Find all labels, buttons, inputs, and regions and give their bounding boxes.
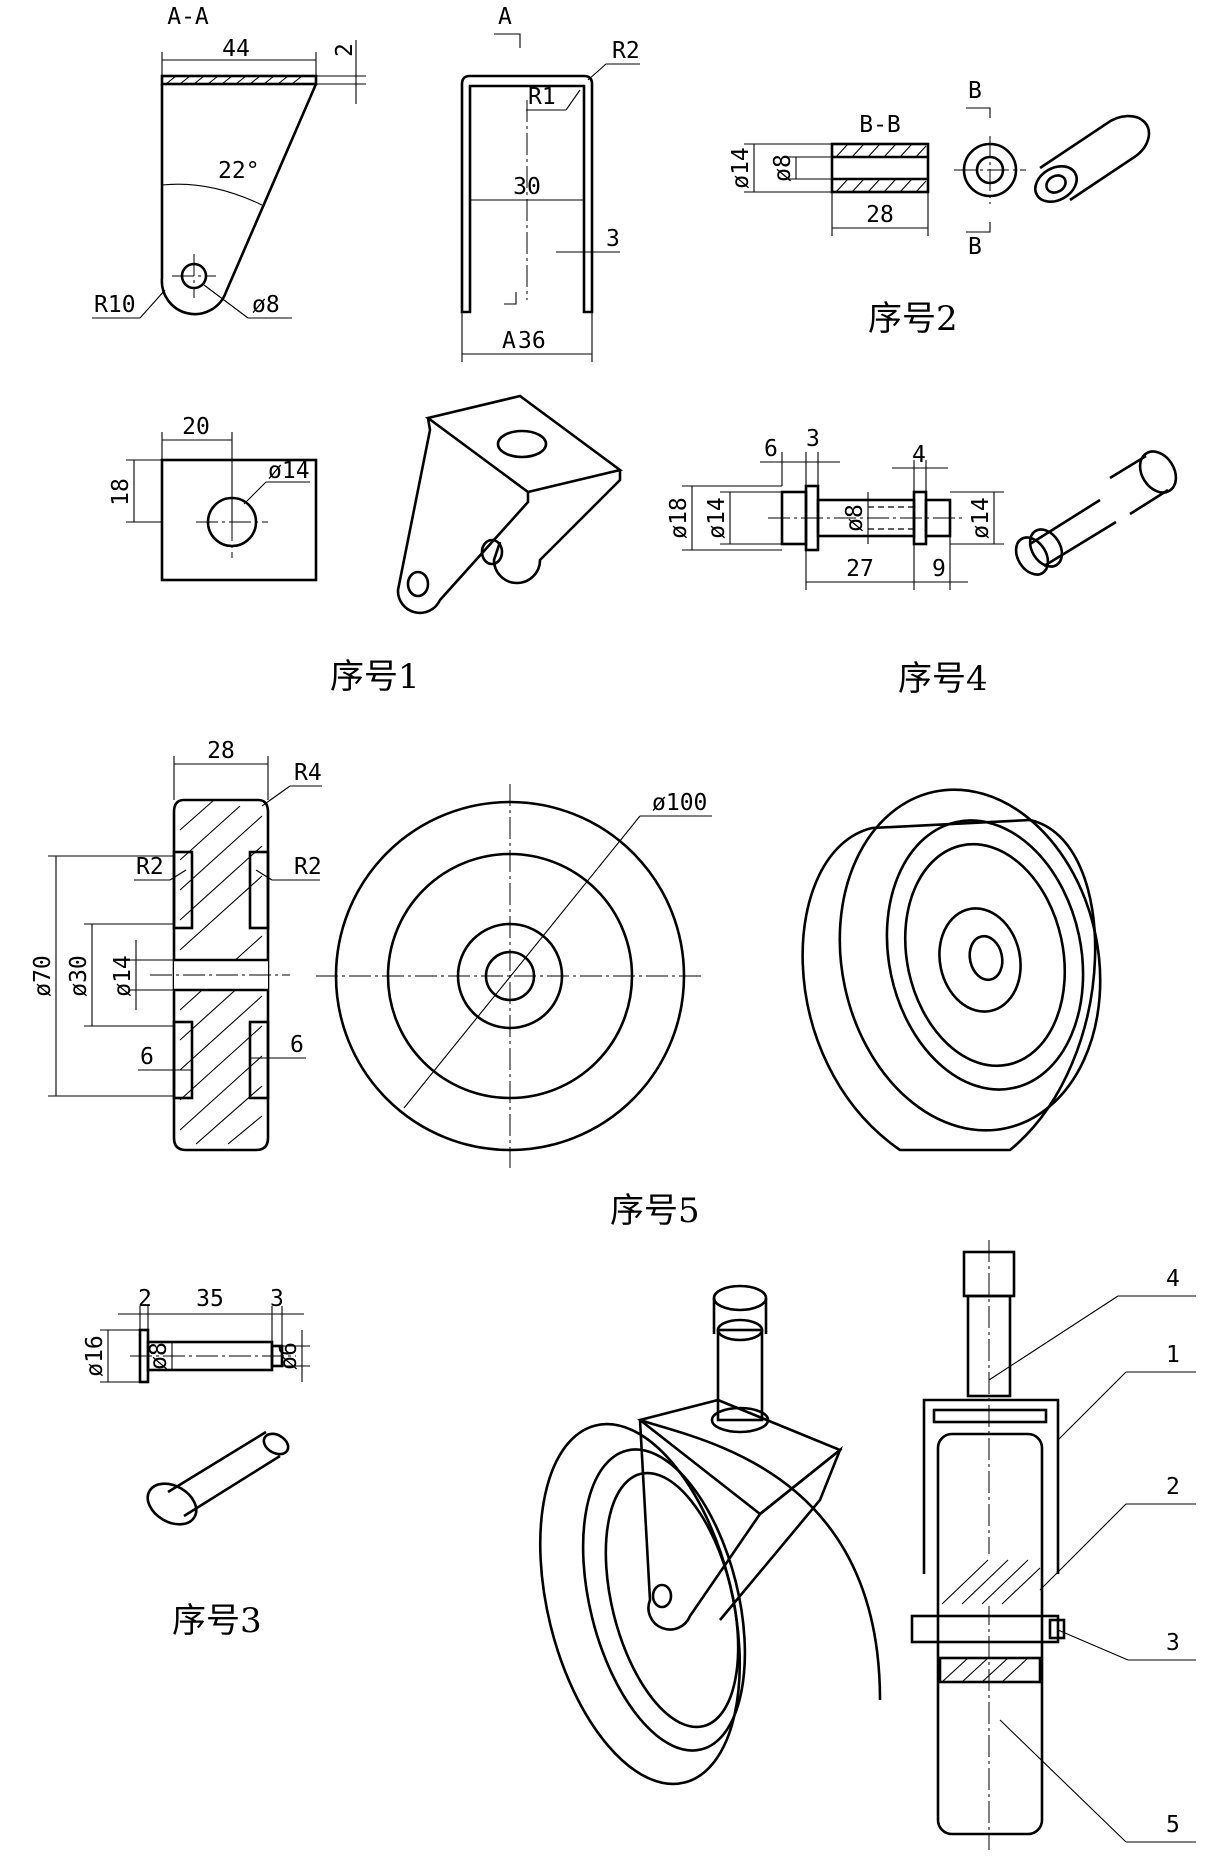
dim-part2-d8: ø8: [770, 154, 796, 182]
dim-part5-6b: 6: [290, 1032, 304, 1058]
dim-part5-r4: R4: [294, 760, 322, 786]
part2-marker-b-top: B: [968, 78, 982, 104]
part4-caption: 序号4: [898, 659, 988, 699]
dim-part5-d100: ø100: [652, 790, 707, 816]
dim-part3-2: 2: [138, 1286, 152, 1312]
dim-part2-28: 28: [866, 202, 894, 228]
dim-part4-6: 6: [764, 436, 778, 462]
dim-hole-d8: ø8: [252, 292, 280, 318]
dim-part4-3: 3: [806, 426, 820, 452]
part2-caption: 序号2: [868, 299, 958, 339]
dim-part5-r2b: R2: [294, 854, 322, 880]
dim-part2-d14: ø14: [728, 147, 754, 189]
dim-part3-d8: ø8: [146, 1342, 172, 1370]
dim-part3-3: 3: [270, 1286, 284, 1312]
part4-isometric: [1014, 450, 1178, 576]
part1-u-channel: [460, 74, 594, 314]
dim-part5-d30: ø30: [66, 955, 92, 997]
part4-drawing: 6 3 4 ø18 ø14 ø8 ø14 27 9: [666, 426, 1004, 590]
assembly-isometric: [538, 1284, 882, 1786]
view-marker-a-bottom: A: [502, 328, 516, 354]
dim-r2: R2: [612, 38, 640, 64]
dim-part5-6a: 6: [140, 1044, 154, 1070]
dim-d14: ø14: [268, 458, 310, 484]
dim-part5-28: 28: [207, 738, 235, 764]
dim-part4-d18: ø18: [666, 497, 692, 539]
part5-wheel-section: [172, 798, 270, 1152]
part1-front-view: A R2 R1 30 3 A 36: [460, 4, 640, 362]
part5-isometric: [801, 788, 1102, 1152]
part1-leg-outline: [160, 83, 318, 316]
dim-part3-d16: ø16: [82, 1335, 108, 1377]
dim-part4-27: 27: [846, 556, 874, 582]
assembly-section-view: 4 1 2 3 5: [910, 1240, 1196, 1850]
balloon-3: 3: [1166, 1630, 1180, 1656]
dim-part5-d70: ø70: [30, 955, 56, 997]
part2-marker-b-bottom: B: [968, 234, 982, 260]
dim-part3-d6: ø6: [276, 1342, 302, 1370]
part3-isometric: [146, 1430, 290, 1526]
dim-r1: R1: [528, 84, 556, 110]
dim-part5-d14: ø14: [110, 955, 136, 997]
dim-part4-4: 4: [912, 442, 926, 468]
part1-top-view: 20 18 ø14: [108, 414, 318, 582]
part2-section-view: B-B ø14 ø8 28: [728, 112, 930, 236]
dim-36: 36: [518, 328, 546, 354]
dim-18: 18: [108, 478, 134, 506]
part1-isometric: [396, 394, 624, 615]
balloon-5: 5: [1166, 1812, 1180, 1838]
part1-section-label: A-A: [167, 4, 209, 30]
balloon-1: 1: [1166, 1342, 1180, 1368]
dim-part4-d14b: ø14: [968, 497, 994, 539]
part5-section-view: 28 R4 R2 R2 ø70 ø30 ø14 6 6: [30, 738, 322, 1152]
dim-44: 44: [222, 36, 250, 62]
dim-part4-d14a: ø14: [704, 497, 730, 539]
view-marker-a-top: A: [498, 4, 512, 30]
dim-angle: 22°: [218, 158, 260, 184]
dim-part3-35: 35: [196, 1286, 224, 1312]
dim-2: 2: [332, 43, 358, 57]
part1-top-plate-view: [160, 458, 318, 582]
part1-caption: 序号1: [330, 657, 420, 697]
dim-20: 20: [182, 414, 210, 440]
dim-part5-r2a: R2: [136, 854, 164, 880]
balloon-2: 2: [1166, 1474, 1180, 1500]
dim-30: 30: [513, 174, 541, 200]
part5-front-view: ø100: [316, 784, 712, 1168]
dim-r10: R10: [94, 292, 136, 318]
part3-drawing: 2 35 3 ø16 ø8 ø6: [82, 1286, 310, 1384]
part2-section-label: B-B: [859, 112, 901, 138]
dim-part4-9: 9: [932, 556, 946, 582]
part3-caption: 序号3: [172, 1601, 262, 1641]
part1-section-view: A-A 44 2 22° R10 ø8: [92, 4, 366, 319]
part2-isometric: [1034, 114, 1151, 203]
part5-caption: 序号5: [610, 1191, 700, 1231]
part1-top-plate: [160, 74, 318, 86]
part2-end-view: B B: [954, 78, 1026, 260]
dim-part4-d8: ø8: [842, 504, 868, 532]
dim-3: 3: [606, 226, 620, 252]
balloon-4: 4: [1166, 1266, 1180, 1292]
